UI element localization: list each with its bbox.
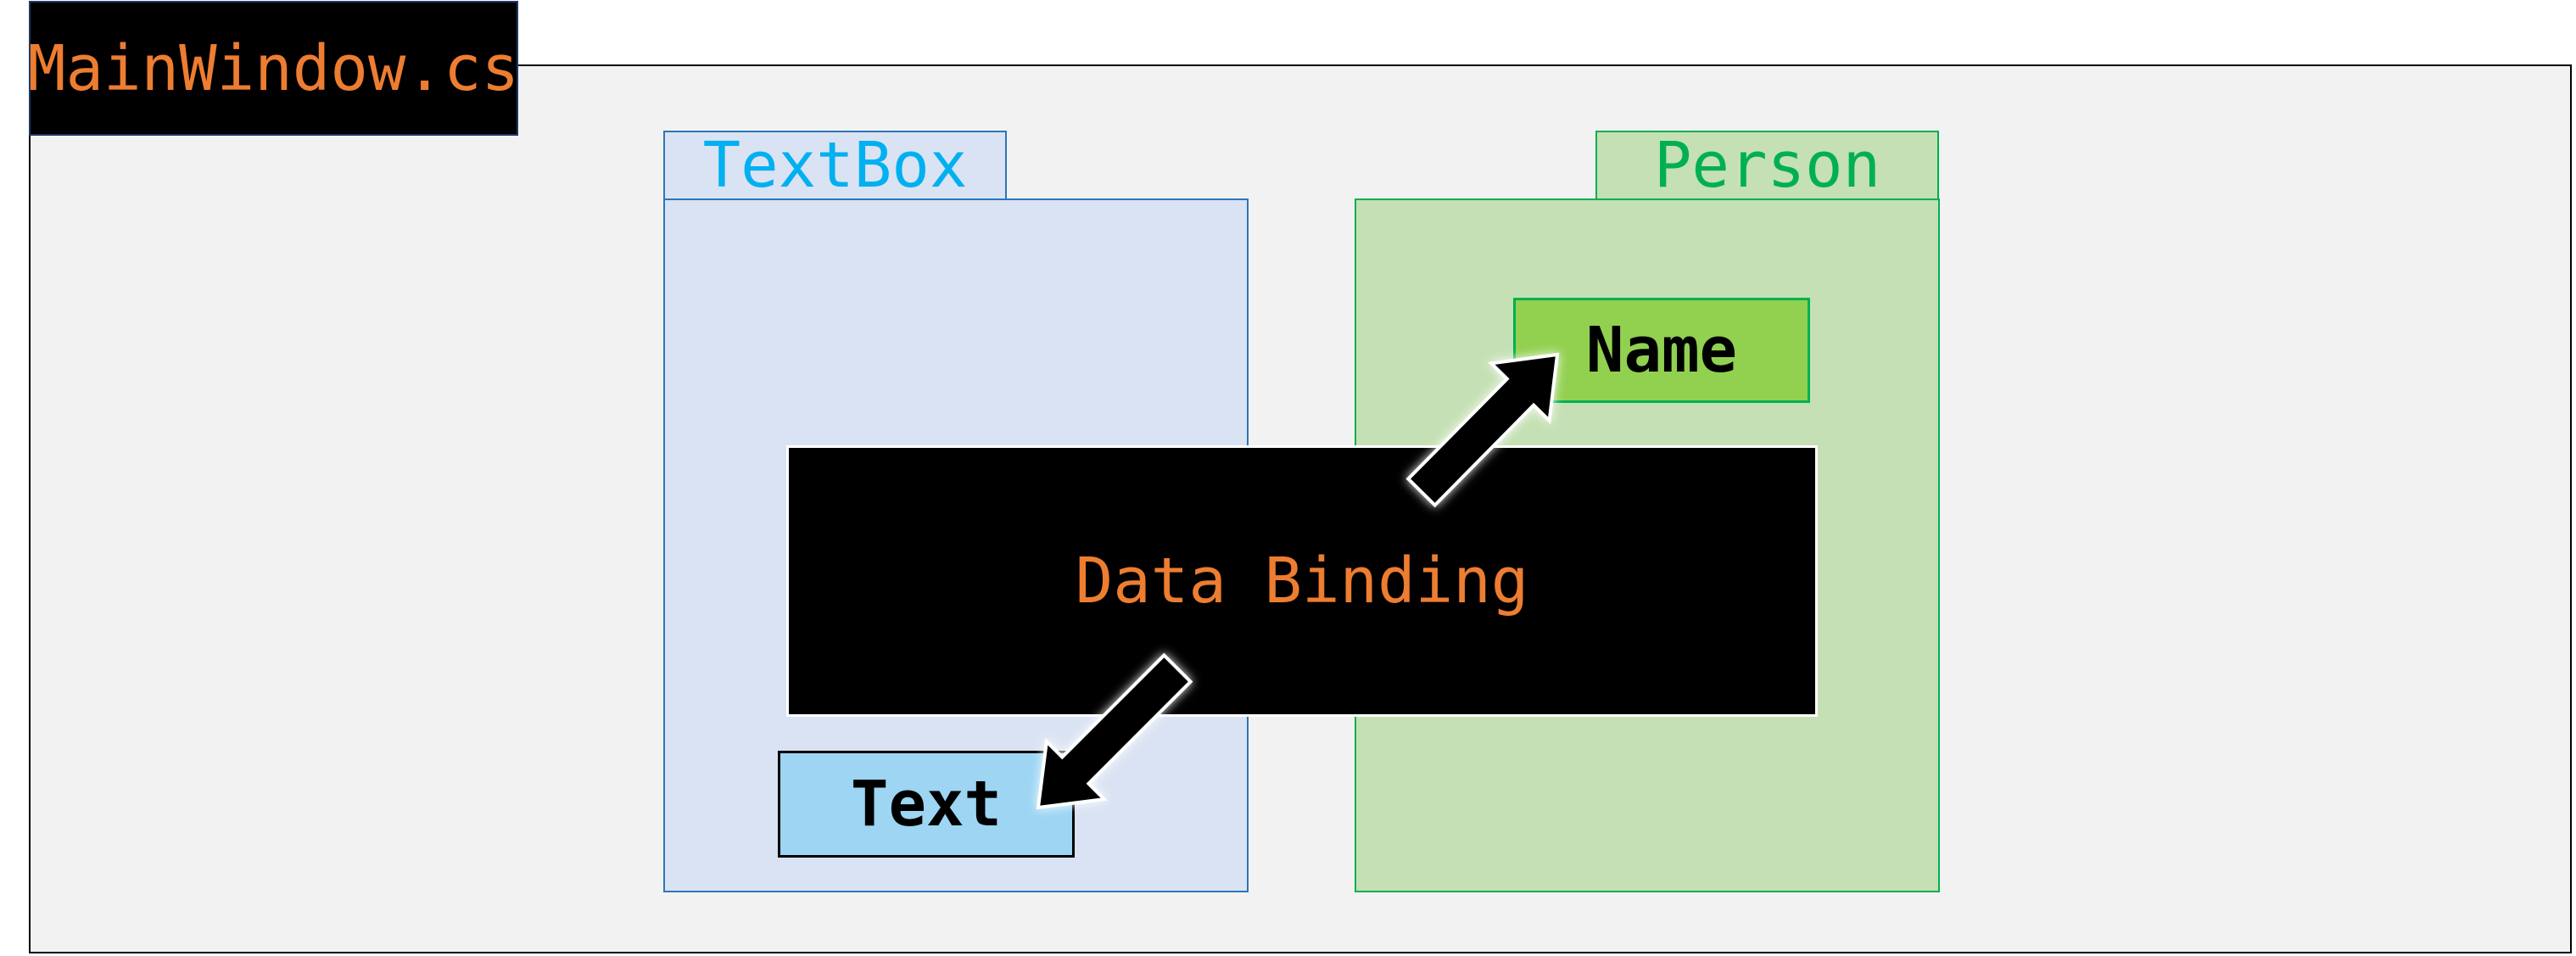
data-binding-box: Data Binding: [786, 445, 1818, 717]
name-property: Name: [1513, 298, 1810, 403]
text-property: Text: [778, 751, 1075, 858]
window-title: MainWindow.cs: [28, 1, 519, 136]
textbox-class-label: TextBox: [663, 129, 1007, 202]
person-class-label: Person: [1595, 129, 1939, 202]
